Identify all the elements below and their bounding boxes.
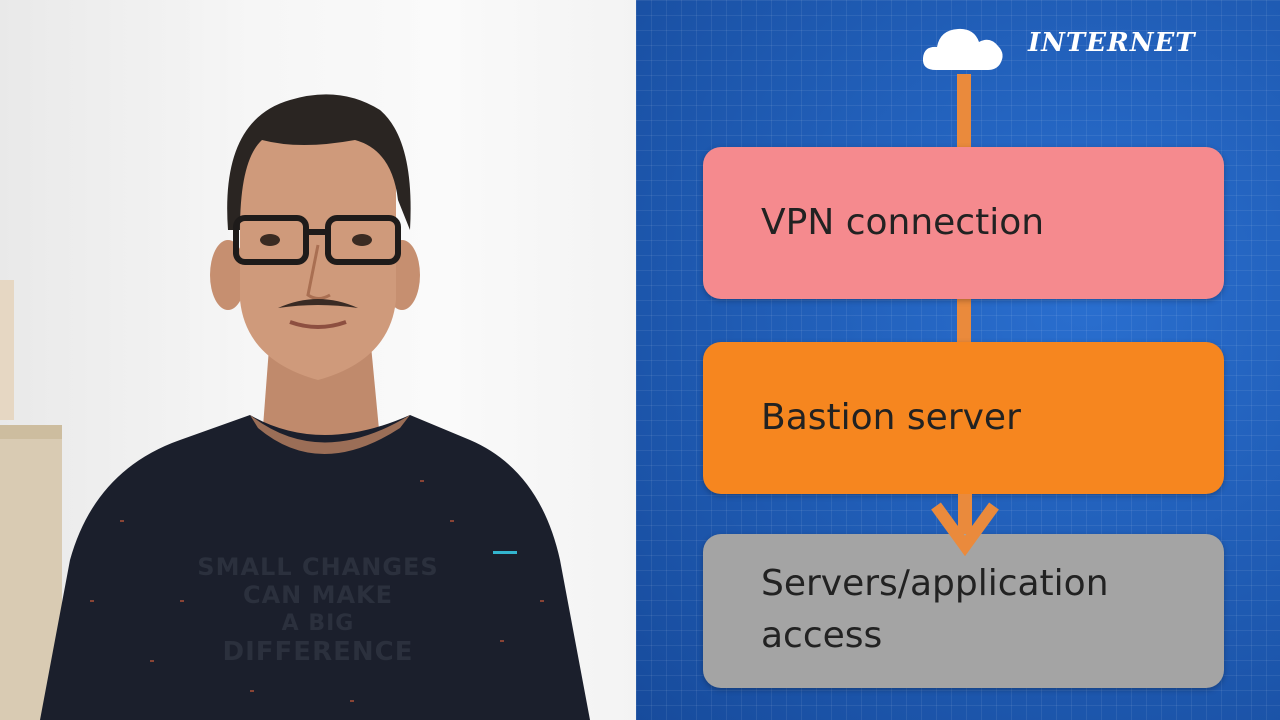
video-frame: SMALL CHANGES CAN MAKE A BIG DIFFERENCE: [0, 0, 636, 720]
step-vpn-connection: VPN connection: [703, 147, 1224, 299]
shirt-text-line: SMALL CHANGES: [197, 553, 438, 581]
shirt-text-line: CAN MAKE: [243, 581, 393, 609]
connector-line: [957, 74, 971, 148]
step-label: Bastion server: [761, 397, 1021, 438]
shirt-text-line: A BIG: [282, 611, 355, 636]
shirt: [40, 415, 590, 720]
step-servers-access: Servers/application access: [703, 534, 1224, 688]
arrow-down-icon: [931, 494, 999, 556]
connector-line: [957, 299, 971, 343]
cloud-icon: [922, 28, 1003, 70]
presenter-illustration: SMALL CHANGES CAN MAKE A BIG DIFFERENCE: [0, 94, 590, 720]
step-label: Servers/application access: [761, 563, 1109, 657]
shirt-text-line: DIFFERENCE: [223, 637, 414, 667]
network-diagram: INTERNET VPN connection Bastion server S…: [636, 0, 1280, 720]
internet-label: INTERNET: [1028, 28, 1196, 58]
step-label: VPN connection: [761, 202, 1045, 243]
hair: [227, 94, 411, 230]
step-bastion-server: Bastion server: [703, 342, 1224, 494]
